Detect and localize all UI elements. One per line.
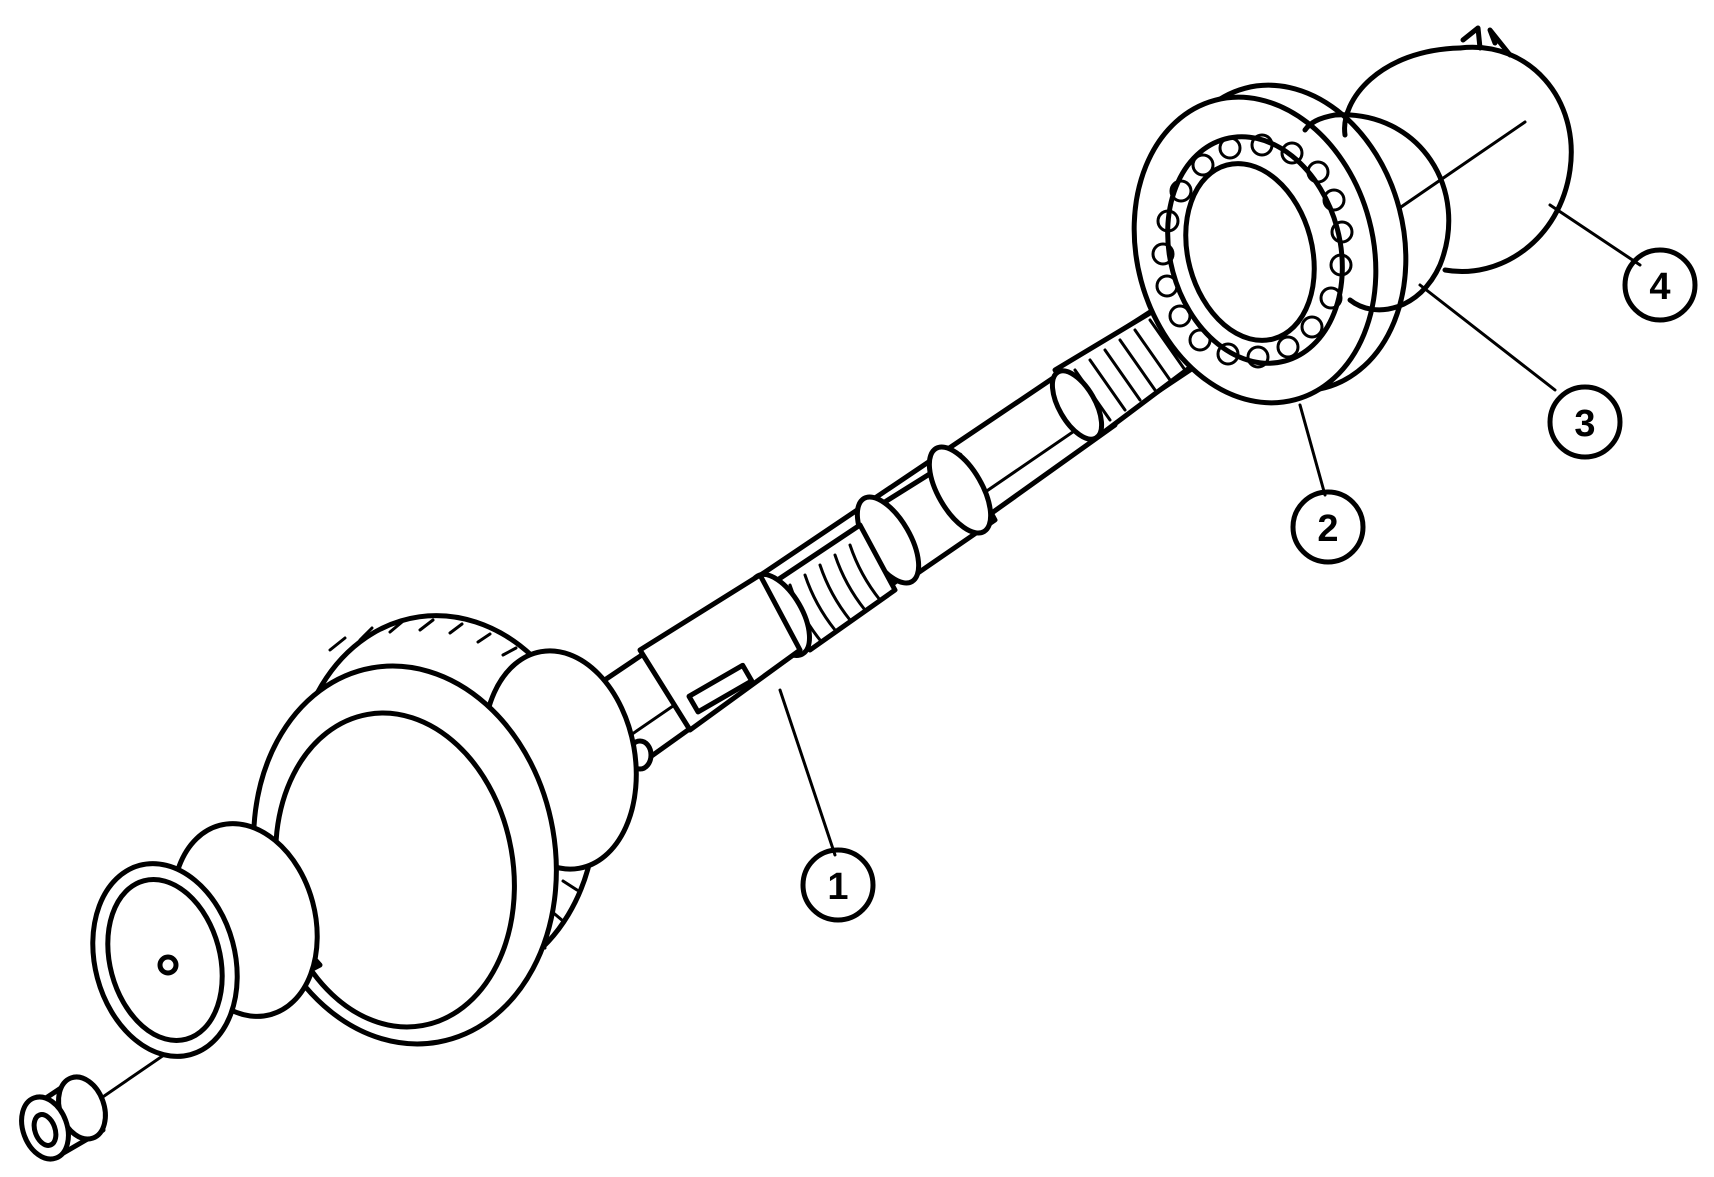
leader-line-2: [1298, 403, 1327, 497]
leader-line-1: [778, 688, 837, 857]
callout-4: 4: [1622, 247, 1698, 323]
snap-ring: [1302, 112, 1452, 313]
callout-1: 1: [800, 847, 876, 923]
callout-3-label: 3: [1574, 403, 1595, 445]
retaining-clip: [1342, 25, 1574, 274]
leader-lines: [778, 203, 1642, 857]
shaft-keyway-section: [626, 572, 803, 772]
output-gear: [251, 613, 639, 1047]
callout-4-label: 4: [1649, 266, 1670, 308]
leader-line-3: [1418, 283, 1557, 392]
pilot-bushing: [19, 1074, 108, 1162]
callout-2: 2: [1290, 489, 1366, 565]
needle-bearing-bushing: [90, 821, 323, 1059]
callout-1-label: 1: [827, 866, 848, 908]
leader-line-4: [1548, 203, 1642, 267]
ball-bearing: [1131, 82, 1409, 406]
callout-2-label: 2: [1317, 508, 1338, 550]
callout-3: 3: [1547, 384, 1623, 460]
shaft-journal: [854, 444, 998, 586]
